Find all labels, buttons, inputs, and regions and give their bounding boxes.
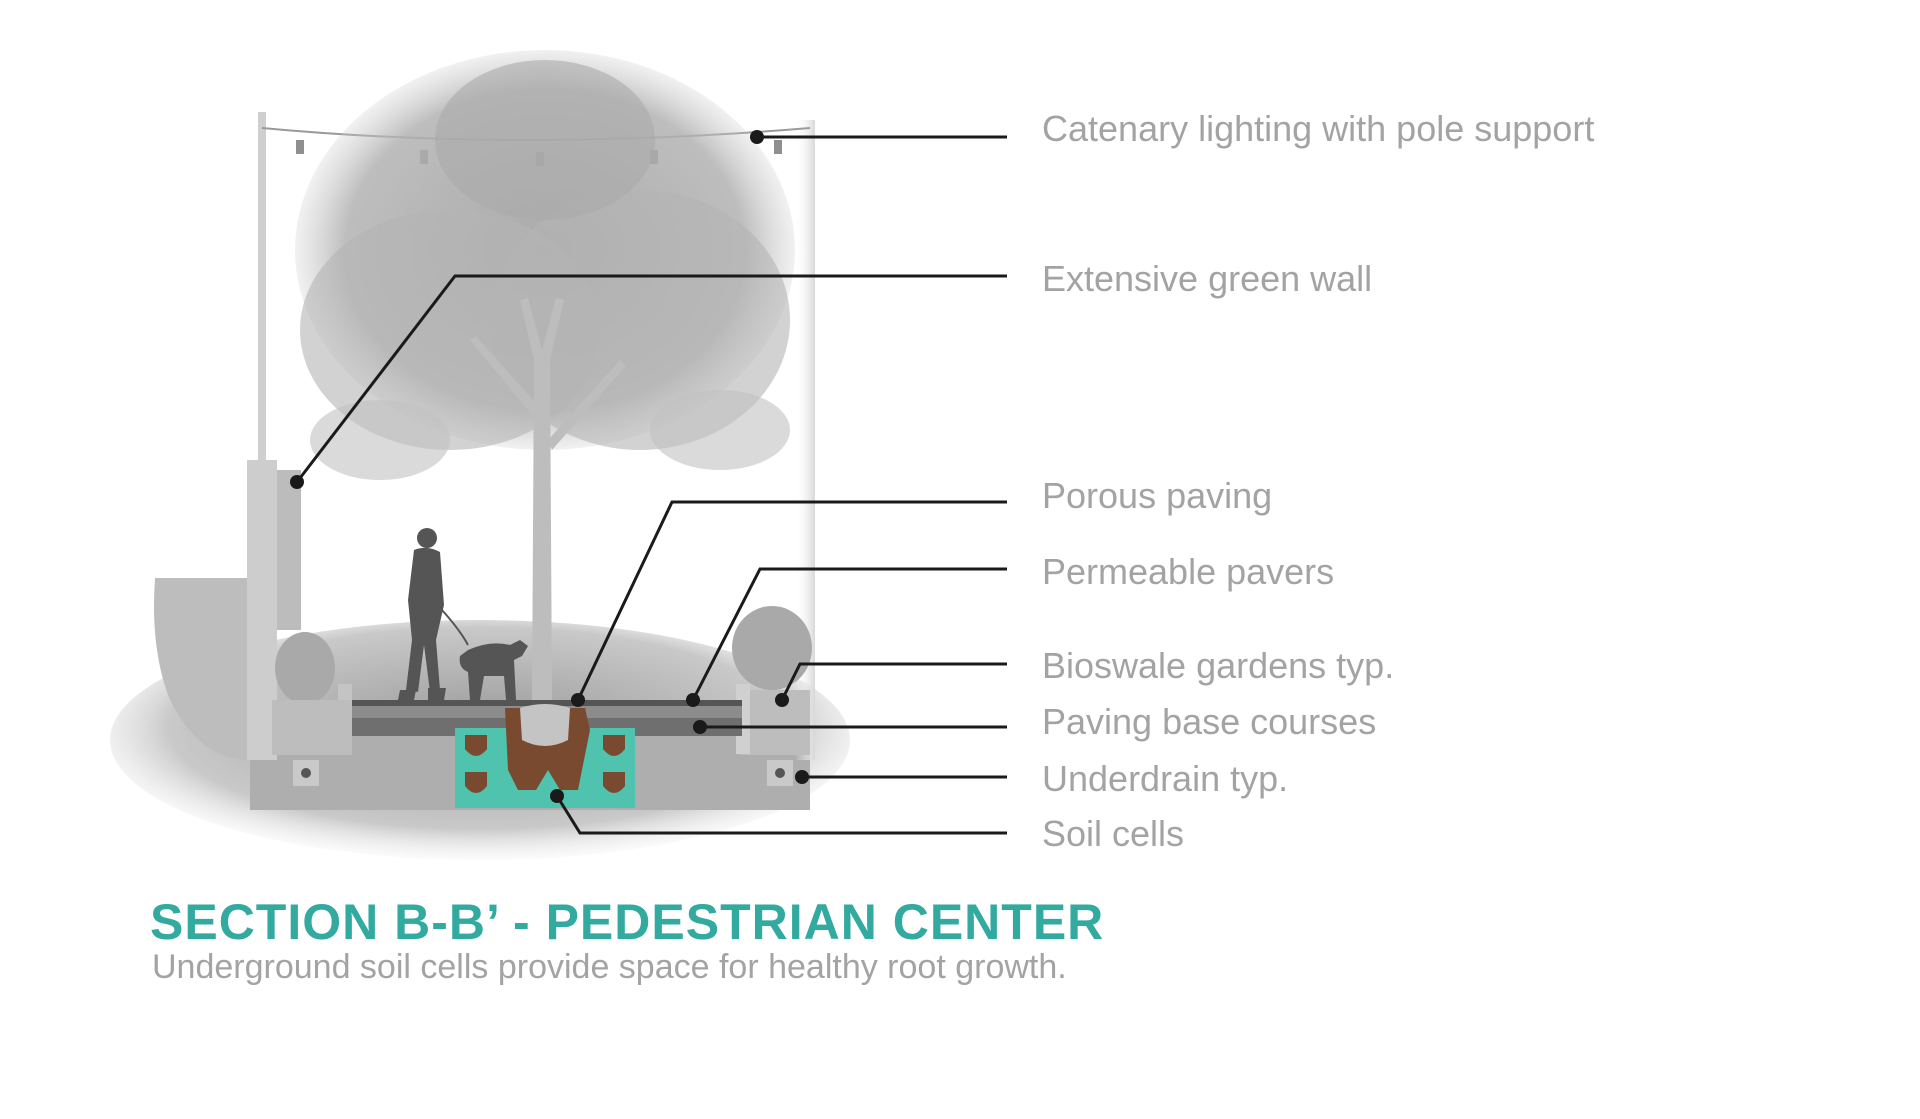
pedestrian-walking-dog-icon [398, 528, 528, 700]
soil-cells [455, 704, 635, 808]
callout-porous-paving: Porous paving [1042, 475, 1273, 516]
section-caption: Underground soil cells provide space for… [152, 948, 1067, 986]
callout-bioswale-gardens: Bioswale gardens typ. [1042, 645, 1395, 686]
callout-catenary-lighting: Catenary lighting with pole support [1042, 108, 1595, 149]
bioswale-plants [275, 606, 812, 704]
tree-canopy [295, 50, 795, 480]
callout-underdrain: Underdrain typ. [1042, 758, 1289, 799]
leader-dots [290, 130, 809, 803]
underdrains [293, 760, 793, 786]
planters [272, 684, 810, 755]
callout-permeable-pavers: Permeable pavers [1042, 551, 1335, 592]
leader-lines [295, 135, 1007, 835]
tree-trunk [470, 298, 626, 700]
callout-soil-cells: Soil cells [1042, 813, 1185, 854]
right-wall-shade [795, 120, 815, 760]
callout-paving-base-courses: Paving base courses [1042, 701, 1377, 742]
callout-green-wall: Extensive green wall [1042, 258, 1373, 299]
section-title: SECTION B-B’ - PEDESTRIAN CENTER [150, 894, 1105, 950]
